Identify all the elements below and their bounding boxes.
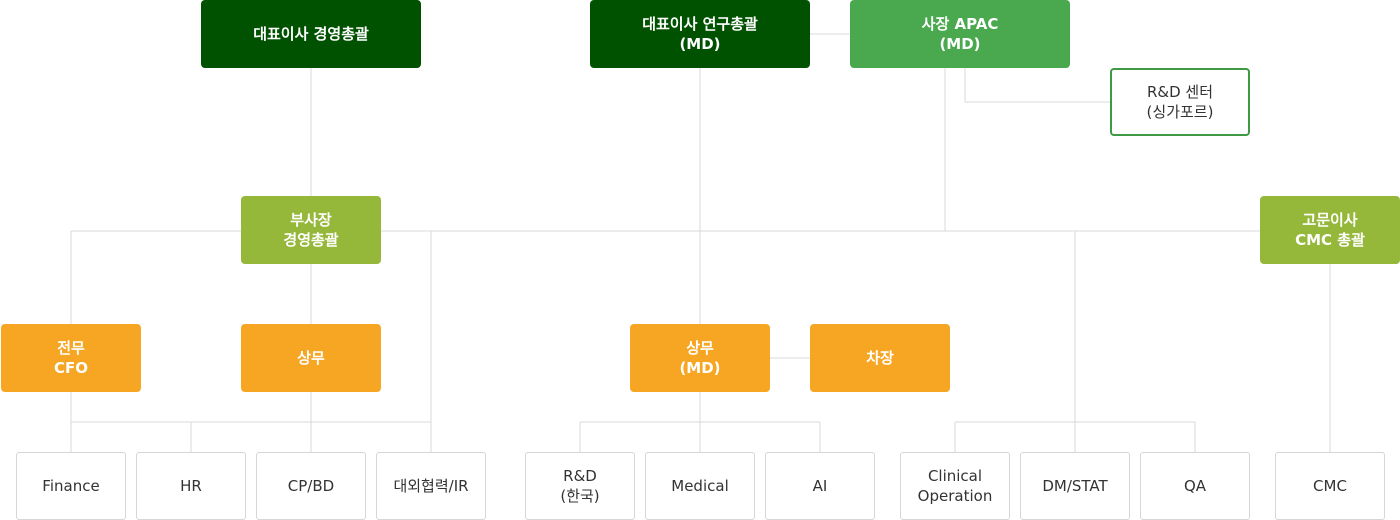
dept-rnd-korea: R&D (한국) <box>525 452 635 520</box>
rnd-center-singapore-node: R&D 센터 (싱가포르) <box>1110 68 1250 136</box>
dept-hr: HR <box>136 452 246 520</box>
director-cfo-node: 전무 CFO <box>1 324 141 392</box>
managing-director-md-node: 상무 (MD) <box>630 324 770 392</box>
deputy-director-node: 차장 <box>810 324 950 392</box>
vp-management-node: 부사장 경영총괄 <box>241 196 381 264</box>
president-apac-node: 사장 APAC (MD) <box>850 0 1070 68</box>
advisor-cmc-node: 고문이사 CMC 총괄 <box>1260 196 1400 264</box>
dept-dm-stat: DM/STAT <box>1020 452 1130 520</box>
dept-medical: Medical <box>645 452 755 520</box>
dept-ai: AI <box>765 452 875 520</box>
ceo-research-node: 대표이사 연구총괄 (MD) <box>590 0 810 68</box>
dept-qa: QA <box>1140 452 1250 520</box>
dept-cmc: CMC <box>1275 452 1385 520</box>
managing-director-node: 상무 <box>241 324 381 392</box>
dept-finance: Finance <box>16 452 126 520</box>
ceo-management-node: 대표이사 경영총괄 <box>201 0 421 68</box>
dept-cp-bd: CP/BD <box>256 452 366 520</box>
dept-external-ir: 대외협력/IR <box>376 452 486 520</box>
dept-clinical-operation: Clinical Operation <box>900 452 1010 520</box>
